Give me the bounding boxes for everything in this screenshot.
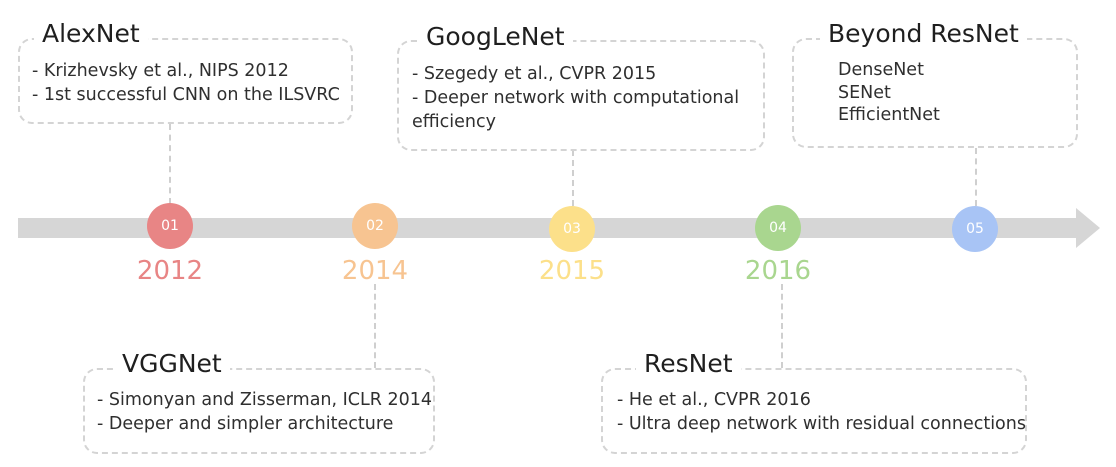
milestone-node-01: 01	[147, 203, 193, 249]
milestone-year-2015: 2015	[538, 256, 606, 286]
alexnet-title: AlexNet	[34, 18, 148, 50]
vggnet-box	[83, 368, 435, 454]
milestone-year-2012: 2012	[136, 256, 204, 286]
connector-resnet	[781, 284, 783, 368]
beyond-resnet-details: DenseNet SENet EfficientNet	[838, 59, 940, 127]
resnet-box	[601, 368, 1027, 454]
milestone-year-2014: 2014	[341, 256, 409, 286]
vggnet-line-2: - Deeper and simpler architecture	[97, 414, 394, 434]
beyond-resnet-line-3: EfficientNet	[838, 105, 940, 125]
milestone-node-05: 05	[952, 206, 998, 252]
alexnet-line-2: - 1st successful CNN on the ILSVRC	[32, 85, 340, 105]
googlenet-line-1: - Szegedy et al., CVPR 2015	[412, 64, 657, 84]
connector-alexnet	[169, 124, 171, 204]
googlenet-box	[397, 40, 765, 151]
beyond-resnet-line-2: SENet	[838, 82, 891, 103]
alexnet-details: - Krizhevsky et al., NIPS 2012 - 1st suc…	[32, 59, 340, 107]
vggnet-line-1: - Simonyan and Zisserman, ICLR 2014	[97, 390, 433, 410]
beyond-resnet-title: Beyond ResNet	[820, 18, 1027, 50]
milestone-year-2016: 2016	[744, 256, 812, 286]
connector-vggnet	[374, 284, 376, 368]
alexnet-line-1: - Krizhevsky et al., NIPS 2012	[32, 61, 289, 81]
alexnet-box	[18, 38, 353, 124]
beyond-resnet-line-1: DenseNet	[838, 60, 924, 80]
resnet-title: ResNet	[636, 348, 741, 380]
resnet-details: - He et al., CVPR 2016 - Ultra deep netw…	[617, 388, 1026, 436]
timeline-arrow-icon	[1076, 208, 1100, 248]
resnet-line-2: - Ultra deep network with residual conne…	[617, 414, 1026, 434]
googlenet-line-2: - Deeper network with computational effi…	[412, 88, 740, 132]
connector-beyond-resnet	[975, 148, 977, 206]
googlenet-details: - Szegedy et al., CVPR 2015 - Deeper net…	[412, 62, 748, 134]
milestone-node-04: 04	[755, 205, 801, 251]
resnet-line-1: - He et al., CVPR 2016	[617, 390, 811, 410]
googlenet-title: GoogLeNet	[418, 21, 573, 53]
vggnet-details: - Simonyan and Zisserman, ICLR 2014 - De…	[97, 388, 432, 436]
milestone-node-02: 02	[352, 203, 398, 249]
vggnet-title: VGGNet	[114, 348, 230, 380]
milestone-node-03: 03	[549, 206, 595, 252]
connector-googlenet	[572, 150, 574, 206]
